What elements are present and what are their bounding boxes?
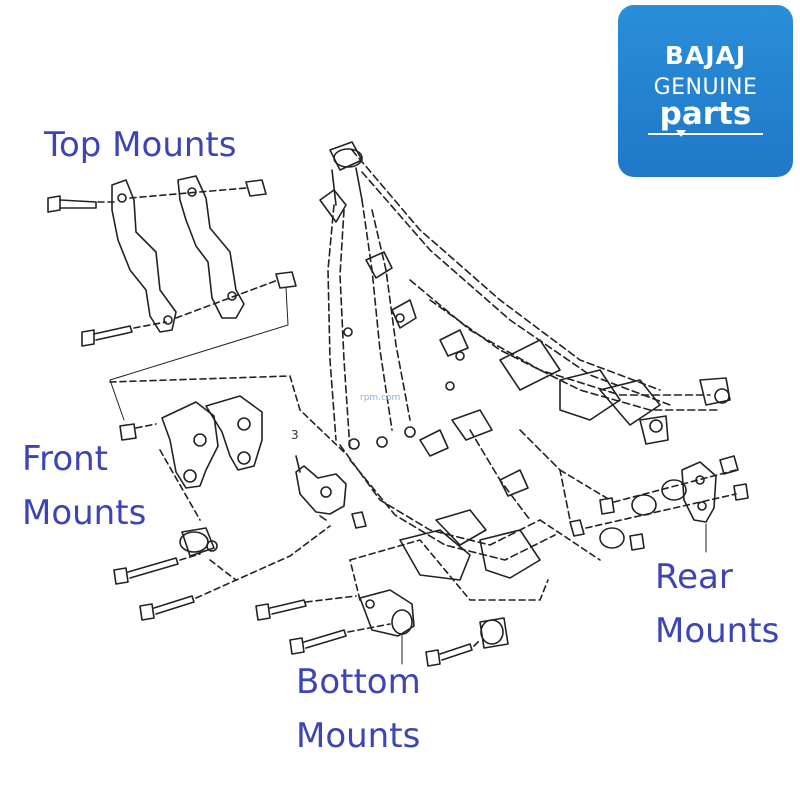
front-mounts-label-line-1: Front (22, 439, 108, 479)
front-mounts-label: Front Mounts (22, 432, 146, 540)
rear-mounts-label-line-1: Rear (655, 557, 733, 597)
bottom-mounts-label-line-2: Mounts (296, 716, 421, 756)
bottom-mount-assembly (255, 539, 549, 667)
logo-brand-text: BAJAJ (664, 41, 747, 70)
top-mount-assembly (47, 175, 297, 421)
front-mounts-label-line-2: Mounts (22, 493, 147, 533)
rear-mounts-label: Rear Mounts (655, 550, 779, 658)
rear-mount-assembly (539, 455, 749, 561)
logo-underline (648, 133, 763, 135)
part-number-label: 3 (291, 428, 299, 442)
bottom-mounts-label-line-1: Bottom (296, 662, 421, 702)
top-mounts-label: Top Mounts (44, 118, 236, 172)
motorcycle-frame (319, 141, 731, 581)
watermark: rpm.com (360, 393, 401, 403)
front-mount-assembly (109, 375, 367, 621)
logo-genuine-text: GENUINE (653, 75, 758, 100)
top-mounts-label-line: Top Mounts (44, 125, 237, 165)
bajaj-genuine-parts-logo: BAJAJ GENUINE parts (618, 5, 793, 177)
rear-mounts-label-line-2: Mounts (655, 611, 780, 651)
logo-parts-text: parts (659, 96, 752, 132)
logo-tick-icon (676, 130, 686, 137)
bottom-mounts-label: Bottom Mounts (296, 655, 421, 763)
